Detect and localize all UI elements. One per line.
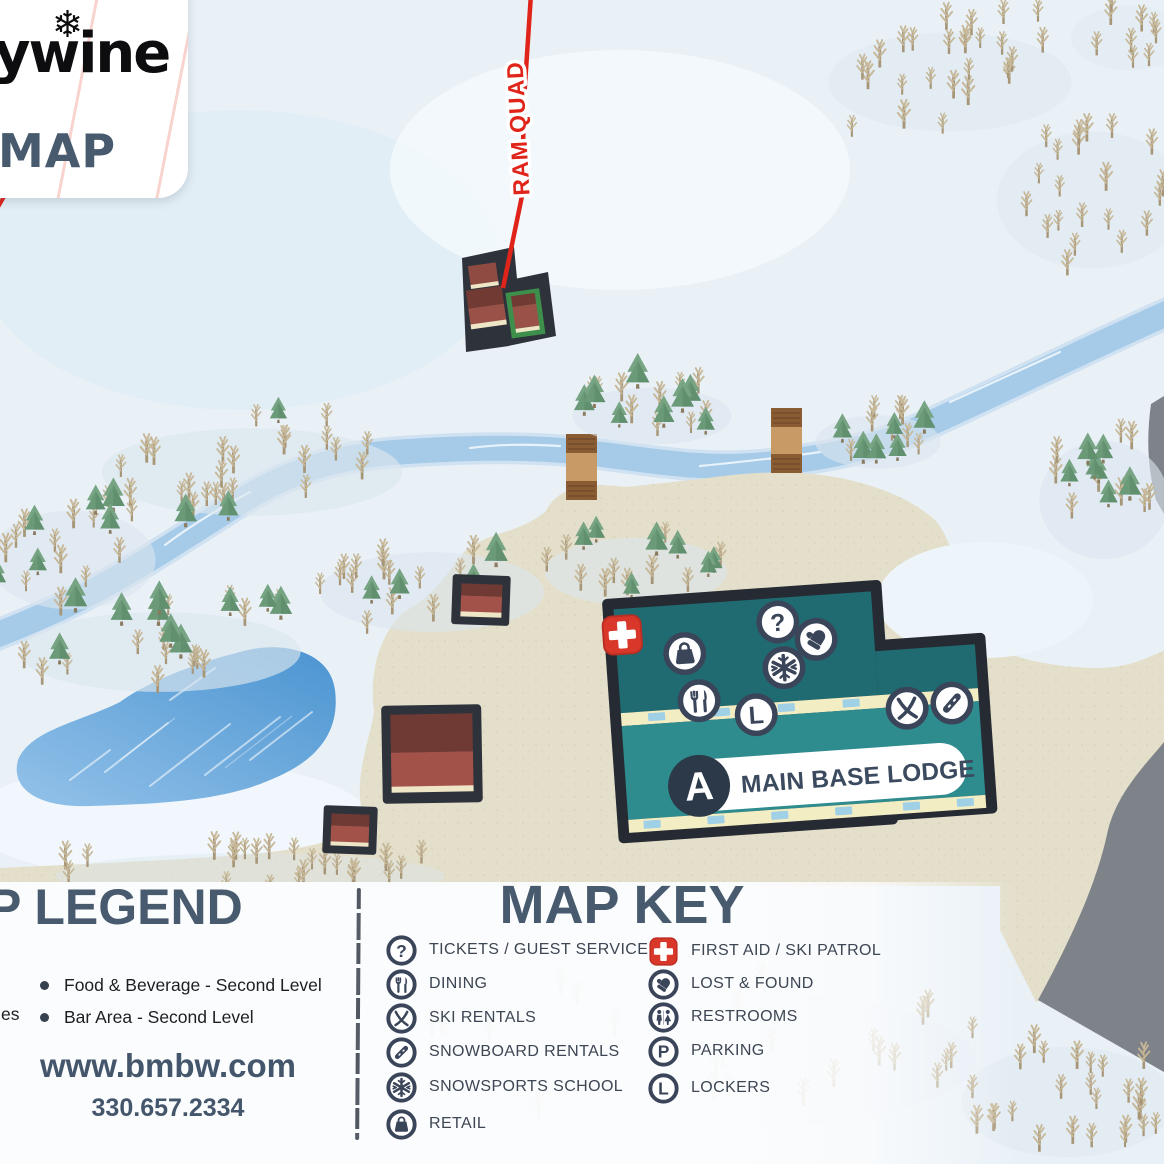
dining-icon <box>679 681 719 721</box>
snowboard-rentals-icon <box>386 1037 417 1068</box>
key-item-retail: RETAIL <box>386 1108 486 1140</box>
ski-rentals-icon <box>887 688 927 728</box>
lodge-roof <box>613 591 879 714</box>
key-item-label: SNOWBOARD RENTALS <box>429 1043 620 1060</box>
first-aid-icon <box>648 936 679 967</box>
lost-and-found-icon <box>648 969 679 1000</box>
bridge <box>771 408 802 473</box>
key-item-label: LOST & FOUND <box>691 975 814 992</box>
dining-icon <box>386 969 417 1000</box>
restrooms-icon <box>648 1002 679 1033</box>
parking-icon <box>648 1036 679 1067</box>
legend-panel: P LEGEND Food & Beverage - Second Level … <box>0 879 362 1164</box>
map-title: MAP <box>0 124 117 178</box>
lockers-icon <box>648 1073 679 1104</box>
key-item-tickets: TICKETS / GUEST SERVICE <box>386 934 648 966</box>
key-item-first-aid: FIRST AID / SKI PATROL <box>648 935 881 967</box>
snow-light-patch <box>390 50 850 290</box>
snow-blob <box>877 542 1093 658</box>
snowsports-school-icon <box>386 1072 417 1103</box>
map-key-panel: MAP KEY TICKETS / GUEST SERVICE DINING S… <box>362 875 1017 1164</box>
ski-rentals-icon <box>386 1003 417 1034</box>
building-shed <box>451 574 511 626</box>
snowflake-icon: ❄ <box>52 3 84 46</box>
main-base-lodge: A MAIN BASE LODGE <box>601 580 998 844</box>
key-item-label: RETAIL <box>429 1115 487 1132</box>
legend-item: Bar Area - Second Level <box>40 1004 322 1030</box>
lift-building-green <box>505 288 546 339</box>
phone-number: 330.657.2334 <box>91 1094 245 1122</box>
key-item-label: RESTROOMS <box>691 1008 798 1025</box>
key-item-label: FIRST AID / SKI PATROL <box>691 942 882 959</box>
key-item-restrooms: RESTROOMS <box>648 1001 798 1033</box>
pond <box>16 647 336 807</box>
lockers-icon <box>736 695 776 735</box>
key-item-label: PARKING <box>691 1042 765 1059</box>
retail-icon <box>665 634 705 674</box>
key-item-label: SNOWSPORTS SCHOOL <box>429 1078 624 1095</box>
bridge <box>566 434 597 500</box>
building-barn <box>381 704 483 804</box>
first-aid-icon <box>601 613 644 657</box>
lost-and-found-icon <box>796 619 836 659</box>
lodge-marker <box>668 754 731 817</box>
map-key-title: MAP KEY <box>499 875 745 935</box>
key-item-label: TICKETS / GUEST SERVICE <box>429 941 649 958</box>
snowsports-school-icon <box>764 648 804 688</box>
key-item-snowsports-school: SNOWSPORTS SCHOOL <box>386 1071 623 1103</box>
website-text: www.bmbw.com <box>39 1047 297 1084</box>
lift-line <box>500 0 533 289</box>
key-item-parking: PARKING <box>648 1035 765 1067</box>
tickets-question-icon <box>386 935 417 966</box>
retail-icon <box>386 1109 417 1140</box>
key-item-lockers: LOCKERS <box>648 1072 770 1104</box>
legend-title: P LEGEND <box>0 879 243 935</box>
lodge-label-pill <box>681 742 967 812</box>
key-item-label: DINING <box>429 975 488 992</box>
logo-card: ywine ❄ MAP <box>0 0 188 198</box>
building-shed <box>322 805 378 855</box>
key-item-dining: DINING <box>386 968 487 1000</box>
legend-fragment: es <box>1 1004 20 1024</box>
key-item-label: LOCKERS <box>691 1079 771 1096</box>
tickets-question-icon <box>758 602 798 642</box>
lodge-marker-letter: A <box>683 764 715 810</box>
key-item-ski-rentals: SKI RENTALS <box>386 1002 536 1034</box>
key-item-snowboard-rentals: SNOWBOARD RENTALS <box>386 1036 620 1068</box>
key-item-lost-and-found: LOST & FOUND <box>648 968 814 1000</box>
snowboard-rentals-icon <box>932 683 972 723</box>
brand-logo-text: ywine <box>0 21 171 86</box>
legend-item: Food & Beverage - Second Level <box>40 972 322 998</box>
legend-items: Food & Beverage - Second Level Bar Area … <box>40 972 322 1030</box>
key-item-label: SKI RENTALS <box>429 1009 537 1026</box>
